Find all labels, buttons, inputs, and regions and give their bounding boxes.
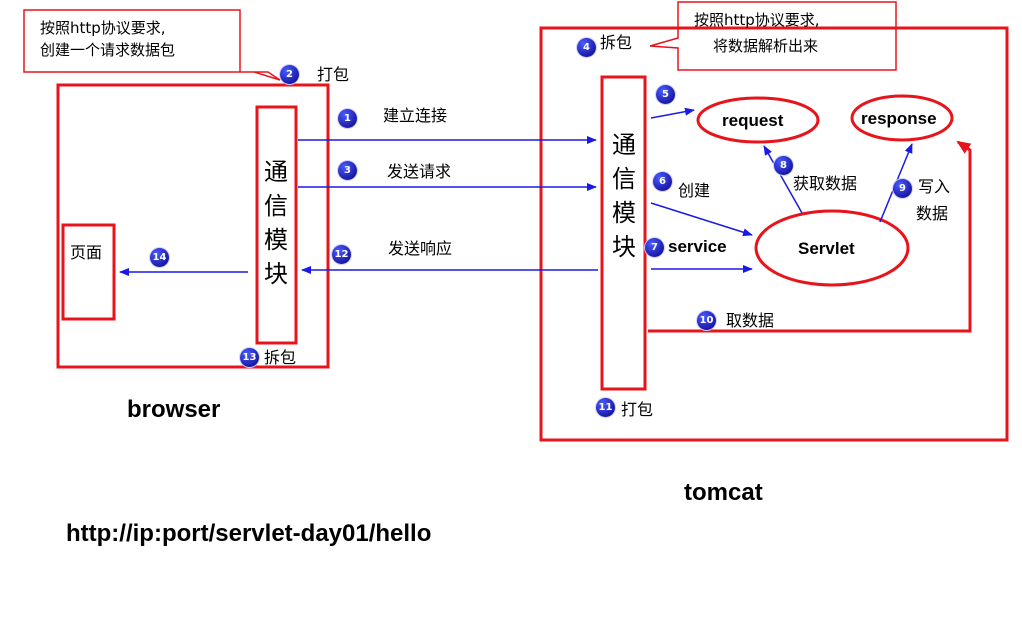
callout-left-line1: 按照http协议要求, (40, 19, 166, 37)
callout-right-line2: 将数据解析出来 (713, 37, 819, 55)
tomcat-comm-char: 块 (612, 233, 636, 261)
url-text: http://ip:port/servlet-day01/hello (66, 520, 432, 547)
step-badge-13: 13 (240, 348, 259, 367)
page-box (61, 223, 116, 321)
tomcat-comm-char: 信 (612, 165, 636, 193)
step-badge-12: 12 (332, 245, 351, 264)
callout-left (23, 9, 281, 81)
tomcat-box (539, 26, 1009, 442)
arrow-create-servlet (650, 202, 753, 237)
step-label-6: 创建 (678, 181, 711, 200)
callout-right (649, 1, 897, 71)
tomcat-title: tomcat (684, 479, 763, 506)
browser-comm-module (255, 105, 298, 345)
request-ellipse (696, 96, 820, 144)
step-label-11: 打包 (621, 400, 654, 419)
step-label-9-line2: 数据 (916, 204, 949, 223)
arrow-create-request (650, 107, 695, 119)
browser-comm-char: 通 (264, 158, 288, 186)
step-badge-2: 2 (280, 65, 299, 84)
step-label-10: 取数据 (726, 311, 775, 330)
browser-title: browser (127, 396, 221, 423)
browser-comm-char: 信 (264, 192, 288, 220)
arrow-take-data (648, 140, 972, 333)
tomcat-comm-module (600, 75, 647, 391)
tomcat-comm-char: 模 (612, 199, 636, 227)
step-badge-8: 8 (774, 156, 793, 175)
step-label-8: 获取数据 (793, 174, 858, 193)
step-badge-1: 1 (338, 109, 357, 128)
step-badge-4: 4 (577, 38, 596, 57)
step-badge-11: 11 (596, 398, 615, 417)
callout-right-line1: 按照http协议要求, (694, 11, 820, 29)
browser-comm-char: 模 (264, 226, 288, 254)
step-label-12: 发送响应 (388, 239, 453, 258)
response-ellipse (850, 94, 954, 142)
step-badge-9: 9 (893, 179, 912, 198)
browser-comm-module-label: 通 信 模 块 (258, 155, 294, 291)
callout-left-line2: 创建一个请求数据包 (40, 41, 176, 59)
step-label-7: service (668, 237, 727, 256)
page-label: 页面 (70, 243, 103, 262)
step-badge-3: 3 (338, 161, 357, 180)
step-label-9-line1: 写入 (918, 177, 951, 196)
step-badge-7: 7 (645, 238, 664, 257)
browser-comm-char: 块 (264, 260, 288, 288)
response-label: response (861, 109, 937, 128)
step-badge-14: 14 (150, 248, 169, 267)
step-label-13: 拆包 (264, 348, 297, 367)
step-label-4: 拆包 (600, 33, 633, 52)
step-badge-10: 10 (697, 311, 716, 330)
step-badge-5: 5 (656, 85, 675, 104)
arrow-get-data (763, 145, 803, 214)
step-label-3: 发送请求 (387, 162, 452, 181)
request-label: request (722, 111, 784, 130)
servlet-ellipse (754, 209, 910, 287)
step-label-2: 打包 (317, 65, 350, 84)
step-label-1: 建立连接 (383, 106, 448, 125)
servlet-label: Servlet (798, 239, 855, 258)
browser-box (56, 83, 330, 369)
step-badge-6: 6 (653, 172, 672, 191)
tomcat-comm-char: 通 (612, 131, 636, 159)
tomcat-comm-module-label: 通 信 模 块 (606, 128, 642, 264)
